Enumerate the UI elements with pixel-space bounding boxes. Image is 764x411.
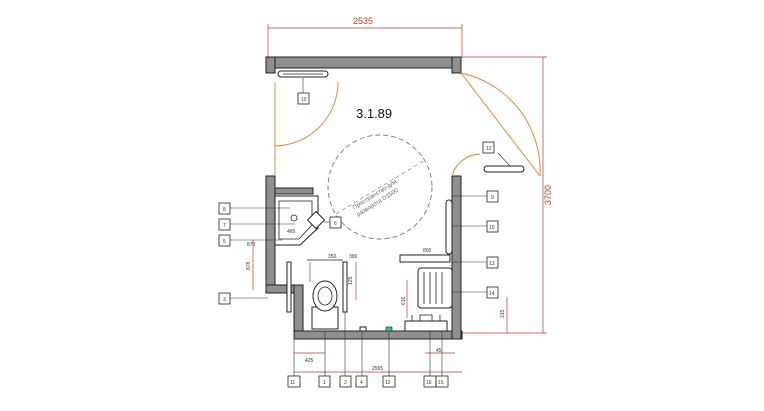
svg-text:7: 7 (223, 223, 226, 229)
dim-toilet-width: 350 (328, 254, 337, 260)
corner-sink (274, 195, 326, 246)
svg-text:8: 8 (223, 207, 226, 213)
dim-basin-top: 800 (423, 248, 432, 254)
tag-16: 16 (423, 375, 437, 388)
tag-2: 2 (339, 375, 352, 388)
leader-lines (230, 78, 511, 376)
svg-text:3: 3 (223, 297, 226, 303)
door-left (274, 81, 339, 176)
tag-14: 14 (486, 286, 499, 299)
dim-side-45: 45 (436, 348, 442, 354)
dim-sink-width: 465 (287, 229, 296, 235)
tag-8: 8 (218, 202, 231, 215)
svg-text:10: 10 (489, 225, 495, 231)
walls (265, 56, 463, 340)
tag-12-bottom: 12 (382, 375, 396, 388)
svg-text:12: 12 (486, 146, 492, 152)
dim-sink-height: 870 (247, 242, 256, 248)
tag-4: 4 (355, 375, 368, 388)
tag-12-right: 12 (482, 141, 495, 154)
svg-text:16: 16 (426, 380, 432, 386)
grab-bar-top (277, 70, 329, 78)
door-right (451, 72, 541, 177)
dim-side-125: 125 (348, 276, 354, 285)
dim-height-total: 3700 (543, 185, 553, 205)
svg-text:10: 10 (301, 97, 307, 103)
svg-text:9: 9 (491, 195, 494, 201)
washbasin: 800 (399, 248, 451, 332)
svg-text:12: 12 (385, 380, 391, 386)
dimension-right: 3700 315 (462, 56, 553, 334)
svg-text:14: 14 (489, 291, 495, 297)
tag-1: 1 (318, 375, 331, 388)
room-number: 3.1.89 (356, 106, 392, 121)
radiator: 616 (401, 267, 453, 318)
tag-13: 13 (486, 256, 499, 269)
svg-text:5: 5 (223, 239, 226, 245)
wall-items (359, 326, 393, 332)
grab-bar-right-top (483, 165, 525, 173)
svg-text:4: 4 (360, 380, 363, 386)
turning-circle: Пространство для разворота D1500 (327, 134, 433, 240)
dim-side-616: 616 (401, 296, 407, 305)
tag-11: 11 (287, 375, 301, 388)
dim-side-315: 315 (500, 309, 506, 318)
svg-text:13: 13 (489, 261, 495, 267)
svg-text:6: 6 (334, 221, 337, 227)
tag-10-right: 10 (486, 220, 499, 233)
tag-6: 6 (329, 216, 342, 229)
dimension-top: 2535 (267, 16, 463, 58)
tag-9: 9 (486, 190, 499, 203)
svg-text:1: 1 (323, 380, 326, 386)
dimension-left: 878 (246, 240, 254, 290)
svg-text:15: 15 (438, 380, 444, 386)
dim-toilet-top: 390 (349, 254, 358, 260)
svg-text:2: 2 (344, 380, 347, 386)
tag-7: 7 (218, 218, 231, 231)
toilet: 350 390 125 (286, 254, 358, 330)
tag-3: 3 (218, 292, 231, 305)
tag-5: 5 (218, 234, 231, 247)
dim-wc-center: 425 (305, 358, 314, 364)
grab-bar-right-wall (445, 199, 453, 255)
tag-15: 15 (435, 375, 449, 388)
svg-text:11: 11 (290, 380, 295, 386)
dim-bottom-total: 2565 (372, 366, 383, 372)
dim-width-total: 2535 (353, 16, 373, 26)
tag-10-top: 10 (297, 92, 310, 105)
dimension-bottom: 2565 425 45 (294, 348, 462, 373)
dim-left-878: 878 (246, 261, 252, 270)
